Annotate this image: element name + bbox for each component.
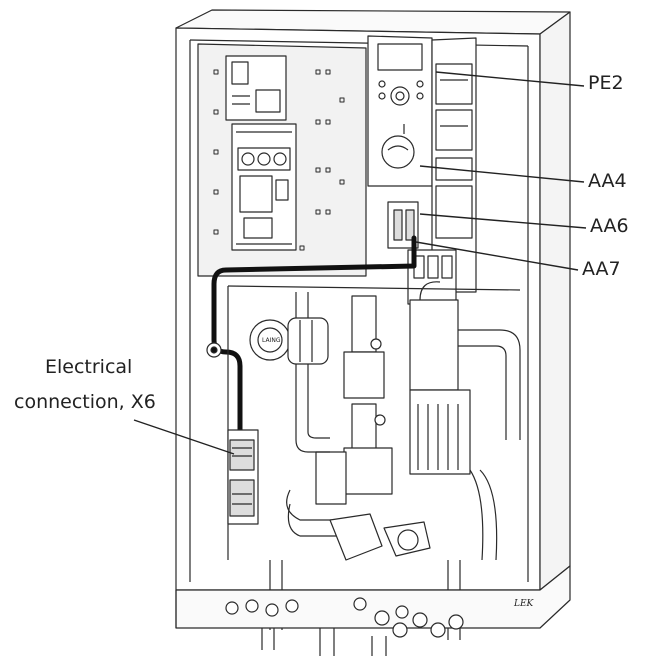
relay-block xyxy=(387,201,457,305)
callout-aa6: AA6 xyxy=(590,215,629,237)
leader-x6 xyxy=(133,419,235,455)
corner-logo: LEK xyxy=(513,599,535,609)
base-connections xyxy=(225,597,464,638)
din-terminals xyxy=(409,299,471,475)
pump-brand-mark: LAING xyxy=(262,337,281,344)
leader-lines xyxy=(133,71,587,455)
circuit-board-middle xyxy=(231,123,297,251)
leader-aa4 xyxy=(419,165,585,183)
plate-holes xyxy=(213,69,345,251)
callout-x6-line1: Electrical xyxy=(45,356,133,378)
terminal-modules xyxy=(431,37,477,293)
callout-pe2: PE2 xyxy=(588,72,624,94)
circulation-pump xyxy=(249,292,329,365)
valve-actuators xyxy=(315,295,393,505)
callout-x6-line2: connection, X6 xyxy=(14,391,156,413)
leader-pe2 xyxy=(435,71,585,87)
callout-aa4: AA4 xyxy=(588,170,627,192)
callout-aa7: AA7 xyxy=(582,258,621,280)
circuit-board-top xyxy=(225,55,287,121)
leader-aa7 xyxy=(415,241,579,271)
x6-terminal-block xyxy=(227,429,259,525)
control-panel xyxy=(367,35,433,187)
base-glands xyxy=(261,628,387,656)
strainer xyxy=(329,513,431,561)
leader-aa6 xyxy=(419,213,587,229)
